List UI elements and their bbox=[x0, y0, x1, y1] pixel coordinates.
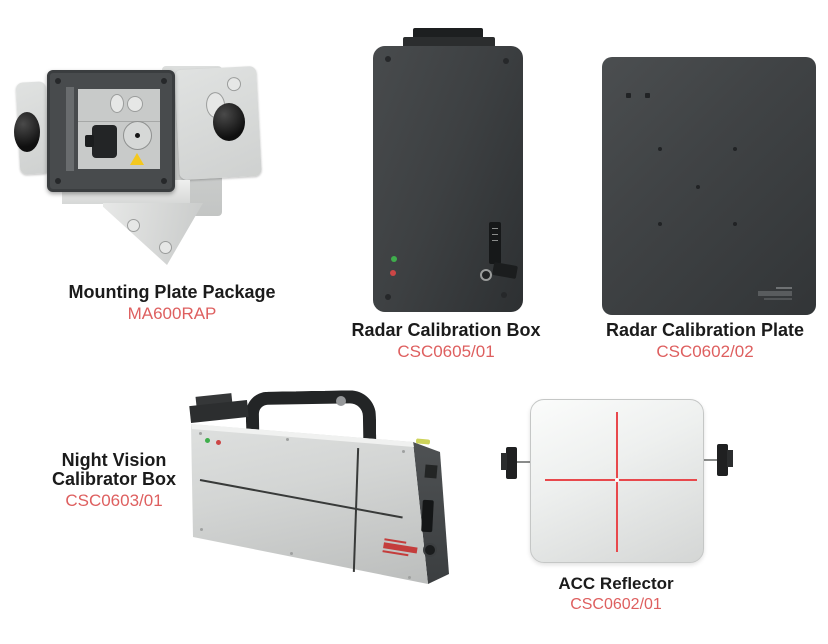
plate-hole bbox=[696, 185, 700, 189]
face-screw bbox=[199, 432, 202, 435]
side-jack bbox=[423, 543, 437, 557]
top-mount-base bbox=[403, 37, 495, 48]
frame-screw bbox=[55, 78, 61, 84]
face-screw bbox=[286, 438, 289, 441]
acc-reflector-caption: ACC Reflector CSC0602/01 bbox=[530, 574, 702, 614]
status-led-green bbox=[205, 438, 210, 443]
side-label bbox=[489, 222, 501, 264]
status-led-red bbox=[216, 440, 221, 445]
corner-screw bbox=[503, 58, 509, 64]
right-mount-flange bbox=[727, 450, 733, 467]
left-mount-pin bbox=[516, 461, 532, 463]
plate-hole bbox=[626, 93, 631, 98]
frame-rail bbox=[66, 87, 74, 171]
panel-hole bbox=[110, 94, 124, 113]
plate-body bbox=[602, 57, 816, 315]
product-code: CSC0602/02 bbox=[656, 342, 754, 361]
status-led-green bbox=[391, 256, 397, 262]
plate-hole bbox=[733, 222, 737, 226]
gusset-screw bbox=[159, 241, 172, 254]
product-name: Radar Calibration Plate bbox=[605, 320, 805, 340]
night-vision-calibrator-box-caption: Night Vision Calibrator Box CSC0603/01 bbox=[20, 450, 208, 511]
alignment-dial bbox=[123, 121, 152, 150]
plate-hole bbox=[645, 93, 650, 98]
radar-calibration-plate-image bbox=[600, 55, 820, 318]
plate-hole bbox=[658, 222, 662, 226]
right-mount-pin bbox=[702, 459, 718, 461]
plate-hole bbox=[733, 147, 737, 151]
face-screw bbox=[290, 552, 293, 555]
radar-calibration-plate-caption: Radar Calibration Plate CSC0602/02 bbox=[586, 320, 824, 362]
product-name: Radar Calibration Box bbox=[351, 320, 541, 340]
plate-hole bbox=[658, 147, 662, 151]
product-name-line2: Calibrator Box bbox=[51, 469, 177, 489]
wing-screw bbox=[226, 76, 242, 92]
frame-screw bbox=[161, 178, 167, 184]
dial-center bbox=[135, 133, 140, 138]
product-name: ACC Reflector bbox=[558, 574, 674, 593]
reflector-plate bbox=[530, 399, 704, 563]
face-screw bbox=[200, 528, 203, 531]
panel-hole bbox=[127, 96, 143, 112]
product-code: CSC0602/01 bbox=[570, 596, 662, 613]
mounting-plate-package-image bbox=[12, 22, 280, 274]
warning-triangle-icon bbox=[130, 153, 144, 165]
corner-screw bbox=[385, 294, 391, 300]
brand-mark bbox=[754, 287, 794, 303]
mounting-plate-package-caption: Mounting Plate Package MA600RAP bbox=[22, 282, 322, 324]
radar-calibration-box-caption: Radar Calibration Box CSC0605/01 bbox=[336, 320, 556, 362]
corner-screw bbox=[385, 56, 391, 62]
corner-screw bbox=[501, 292, 507, 298]
sensor-nub bbox=[85, 135, 94, 147]
left-mount-knob bbox=[506, 447, 517, 479]
handle-end-cap bbox=[336, 396, 346, 406]
power-connector bbox=[492, 262, 518, 279]
night-vision-calibrator-box-image bbox=[178, 388, 473, 598]
side-knob bbox=[424, 464, 438, 479]
gusset-bracket bbox=[103, 203, 203, 265]
right-knob bbox=[213, 103, 245, 141]
inner-panel bbox=[78, 89, 160, 169]
level-vial bbox=[415, 438, 431, 445]
red-crosshair-vertical bbox=[616, 412, 618, 552]
panel-divider bbox=[78, 121, 160, 122]
frame-screw bbox=[161, 78, 167, 84]
face-screw bbox=[402, 450, 405, 453]
frame-screw bbox=[55, 178, 61, 184]
product-name: Mounting Plate Package bbox=[68, 282, 276, 302]
status-led-red bbox=[390, 270, 396, 276]
crosshair-center-dot bbox=[615, 478, 619, 482]
red-crosshair-horizontal bbox=[545, 479, 697, 481]
gusset-screw bbox=[127, 219, 140, 232]
acc-reflector-image bbox=[498, 393, 738, 573]
sensor-block bbox=[92, 125, 117, 158]
product-code: MA600RAP bbox=[127, 304, 217, 323]
right-mount-knob bbox=[717, 444, 728, 476]
left-knob bbox=[14, 112, 40, 152]
calibration-frame bbox=[47, 70, 175, 192]
face-screw bbox=[408, 576, 411, 579]
side-port bbox=[421, 499, 434, 533]
jack-port bbox=[480, 269, 492, 281]
left-mount-flange bbox=[501, 453, 507, 470]
product-name-line1: Night Vision bbox=[61, 450, 167, 470]
product-code: CSC0605/01 bbox=[397, 342, 495, 361]
box-body bbox=[373, 46, 523, 312]
radar-calibration-box-image bbox=[363, 26, 533, 318]
product-code: CSC0603/01 bbox=[65, 491, 163, 510]
